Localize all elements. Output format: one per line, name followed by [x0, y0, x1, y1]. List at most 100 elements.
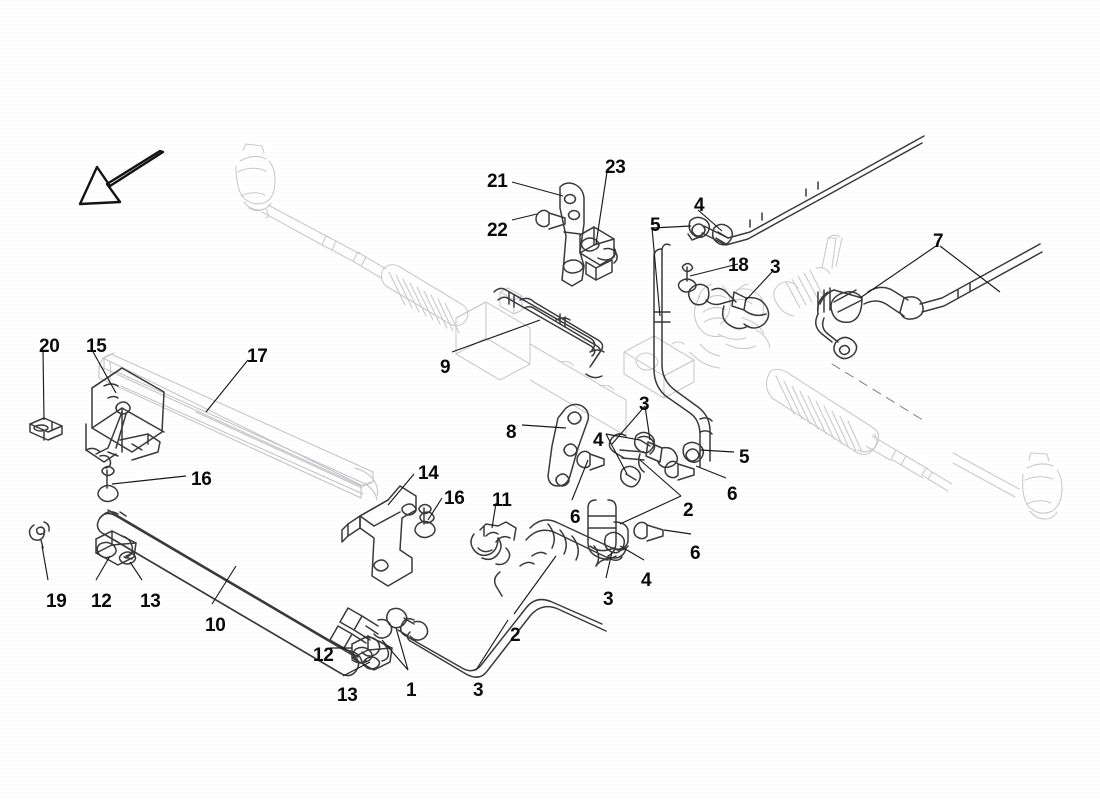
part-5-main-bent-pipe	[653, 243, 713, 468]
callout-4-mid: 4	[593, 430, 604, 451]
leader-9	[451, 319, 541, 353]
leader-3d	[475, 619, 509, 671]
leader-3a	[745, 271, 773, 301]
callout-4-upper: 4	[694, 195, 705, 216]
leader-13b	[342, 661, 371, 677]
callout-3-lower: 3	[603, 589, 614, 610]
callout-14: 14	[418, 463, 439, 484]
leader-8	[521, 424, 567, 429]
callout-16-lower: 16	[444, 488, 465, 509]
leader-4b2	[605, 433, 628, 475]
leader-16a	[111, 475, 187, 485]
callout-5-lower: 5	[739, 447, 750, 468]
callout-1: 1	[406, 680, 417, 701]
leader-7b	[939, 245, 1001, 293]
callout-16-upper: 16	[191, 469, 212, 490]
part-7-hose-lower	[815, 287, 863, 360]
part-19-clip	[28, 521, 50, 549]
leader-22	[511, 213, 538, 221]
leader-4c	[619, 545, 645, 561]
ghost-air-duct	[98, 352, 379, 501]
part-6-bolt-b	[664, 460, 695, 481]
part-5-pipe-clip-lower	[682, 441, 705, 464]
part-16-bolt-lower	[414, 503, 436, 539]
part-11-isolator-clamp	[470, 521, 517, 566]
ghost-subframe	[623, 335, 695, 399]
leader-2a2	[619, 495, 682, 525]
callout-6-b: 6	[570, 507, 581, 528]
part-4-clamp-mid-b	[619, 465, 642, 488]
part-22-bolt	[535, 209, 566, 230]
ghost-tie-rod-left	[235, 143, 387, 279]
ghost-rack-tube	[529, 343, 627, 437]
part-4-clamp-mid-a	[633, 431, 656, 454]
part-2-return-hose	[399, 551, 609, 678]
ghost-axis-right	[831, 363, 927, 423]
part-15-shield	[85, 367, 165, 469]
callout-13-left: 13	[140, 591, 161, 612]
leader-13a	[129, 561, 143, 581]
part-8-support-bracket	[547, 403, 590, 487]
leader-6b	[571, 459, 589, 501]
leader-16b	[427, 497, 443, 521]
leader-6a	[695, 465, 727, 479]
callout-3-upper: 3	[770, 257, 781, 278]
callout-7: 7	[933, 231, 944, 252]
callout-3-mid: 3	[639, 394, 650, 415]
leader-20	[42, 349, 45, 421]
leader-15	[91, 349, 117, 394]
leader-21	[511, 181, 564, 197]
leader-19	[41, 545, 49, 581]
callout-9: 9	[440, 357, 451, 378]
part-9-rack-line-lower	[519, 297, 605, 379]
callout-2-upper: 2	[683, 500, 694, 521]
leader-4b	[605, 433, 641, 441]
leader-5b	[699, 449, 735, 453]
callout-23: 23	[605, 157, 626, 178]
part-6-bolt-c	[633, 521, 664, 542]
part-14-bracket	[341, 485, 435, 587]
hydraulic-hard-line-upper	[701, 135, 925, 246]
callout-2-lower: 2	[510, 625, 521, 646]
part-3-hose-connector-upper	[687, 283, 770, 330]
part-7-hose-upper	[830, 243, 1043, 324]
part-21-bracket	[559, 182, 585, 287]
leader-5a2	[651, 227, 661, 317]
part-4-clamp-mid-c	[603, 531, 626, 554]
part-13-nut-left	[118, 551, 137, 565]
leader-1	[395, 627, 409, 671]
leader-14	[387, 473, 415, 506]
leader-6c	[663, 529, 692, 535]
part-18-bolt	[677, 262, 697, 293]
callout-5-upper: 5	[650, 215, 661, 236]
callout-17: 17	[247, 346, 268, 367]
leader-17	[205, 359, 249, 413]
callout-12-lower: 12	[313, 645, 334, 666]
callout-6-c: 6	[690, 543, 701, 564]
leader-10	[211, 565, 237, 605]
callout-6-a: 6	[727, 484, 738, 505]
direction-arrow	[78, 149, 165, 206]
part-23-clamp-block	[579, 226, 618, 281]
leader-5a	[651, 225, 692, 229]
ghost-boot-right	[773, 267, 831, 317]
leader-2a	[639, 459, 682, 497]
callout-13-lower: 13	[337, 685, 358, 706]
part-16-bolt-upper	[97, 465, 119, 503]
callout-20: 20	[39, 336, 60, 357]
leader-3b2	[611, 405, 646, 445]
callout-18: 18	[728, 255, 749, 276]
ghost-rack-right	[765, 368, 953, 492]
leader-2b	[513, 555, 557, 615]
callout-21: 21	[487, 171, 508, 192]
callout-19: 19	[46, 591, 67, 612]
leader-11	[491, 502, 497, 529]
callout-12-left: 12	[91, 591, 112, 612]
callout-10: 10	[205, 615, 226, 636]
ghost-valve-pipes	[821, 234, 843, 269]
part-9-rack-line	[493, 287, 596, 357]
